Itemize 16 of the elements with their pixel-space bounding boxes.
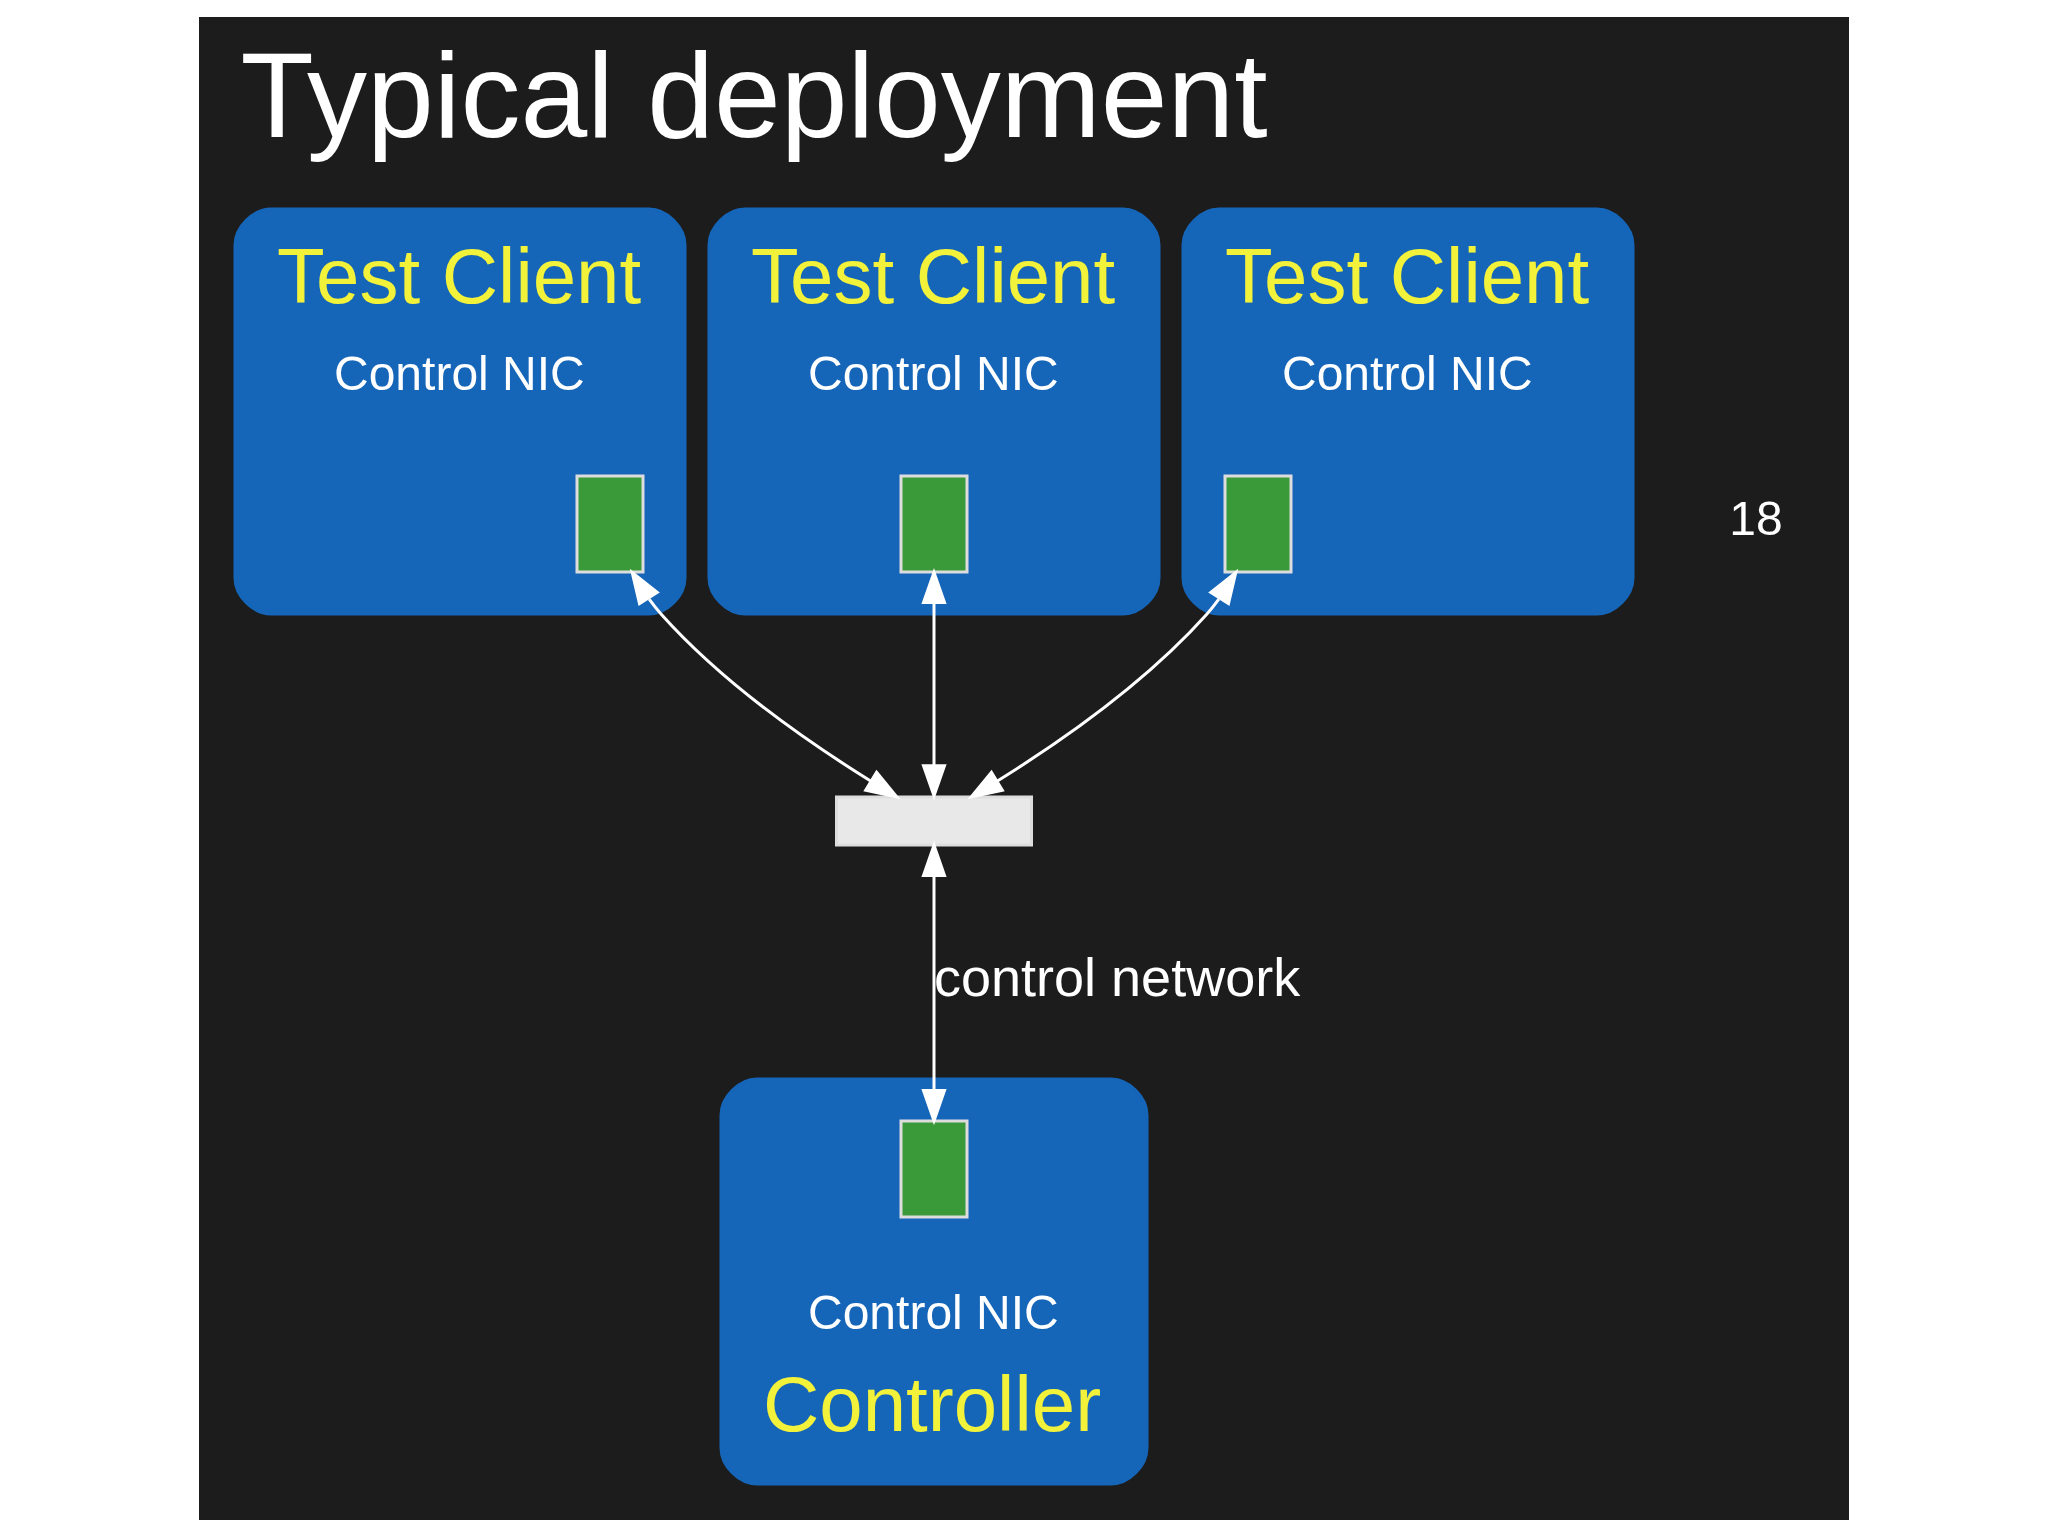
node-box: [575, 474, 645, 573]
node-box: [835, 795, 1033, 846]
arrow: [921, 840, 947, 1125]
label: 18: [1729, 491, 1783, 545]
arrow: [967, 568, 1239, 799]
node-box: [899, 1119, 969, 1218]
arrow: [921, 567, 947, 800]
cluster: Test Client Control NIC: [233, 207, 687, 615]
node-box: [1223, 474, 1293, 573]
diagram-title: Typical deployment: [240, 27, 1268, 162]
cluster: Test Client Control NIC: [707, 207, 1161, 615]
arrow: [629, 568, 901, 799]
edge-label: control network: [934, 946, 1301, 1007]
cluster: Control NIC Controller: [719, 1077, 1149, 1485]
cluster: Test Client Control NIC: [1181, 207, 1635, 615]
node-box: [899, 474, 969, 573]
